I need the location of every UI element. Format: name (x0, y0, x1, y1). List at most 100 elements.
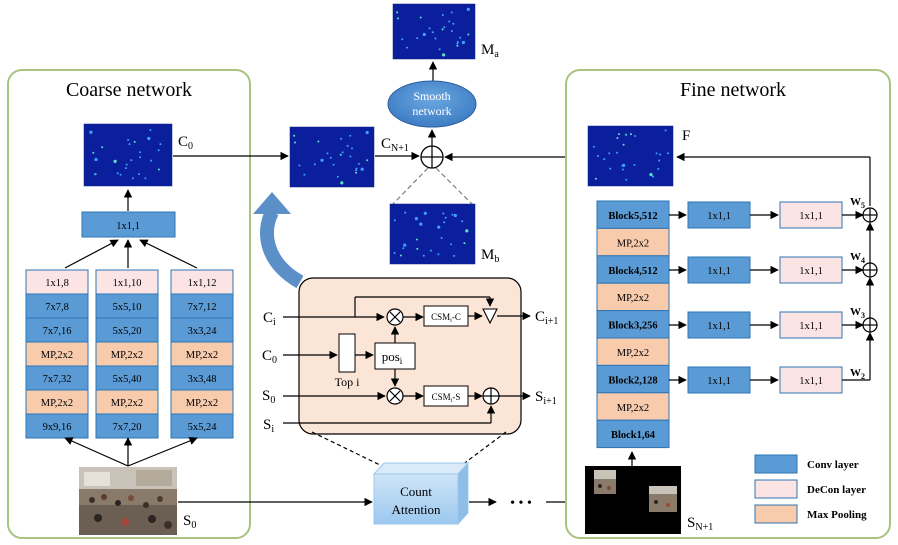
coarse-col1-block-label: MP,2x2 (41, 398, 73, 409)
weight-label: W3 (850, 306, 865, 320)
s0-attn-label: S0 (262, 388, 275, 406)
density-dot (441, 28, 444, 31)
coarse-col3-block (170, 341, 234, 367)
c0-attn-label: C0 (262, 348, 277, 366)
coarse-col1-block (25, 317, 89, 343)
density-dot (332, 163, 335, 166)
fine-block-label: Block4,512 (608, 266, 657, 277)
count-label-line1: Count (400, 484, 432, 499)
cn1-label: CN+1 (381, 136, 409, 154)
fine-maxpool-label: MP,2x2 (617, 238, 649, 249)
density-dot (139, 151, 142, 154)
density-dot (329, 156, 332, 159)
density-dot (365, 130, 369, 135)
si-label: Si (263, 417, 274, 435)
density-dot (442, 212, 445, 215)
density-dot (128, 143, 131, 146)
density-dot (406, 46, 409, 49)
col1-to-merge-arrow (64, 239, 119, 269)
density-dot (633, 163, 636, 166)
density-dot (139, 156, 142, 159)
density-dot (339, 153, 342, 156)
branch-conv-label: 1x1,1 (707, 376, 731, 387)
density-dot (303, 173, 306, 176)
density-dot (157, 168, 160, 171)
fine-block-label: Block3,256 (608, 321, 657, 332)
density-dot (450, 30, 453, 32)
coarse-col3-block-label: MP,2x2 (186, 350, 218, 361)
merge-conv-label: 1x1,1 (116, 221, 140, 232)
density-dot (340, 137, 343, 140)
count-attention-cube (372, 461, 470, 526)
density-dot (113, 159, 117, 163)
coarse-col3-block (170, 365, 234, 391)
top-i-label: Top i (335, 375, 360, 389)
col3-to-merge-arrow (139, 239, 198, 269)
c0-density-map (83, 123, 173, 187)
coarse-col2-block-label: 5x5,20 (113, 326, 142, 337)
density-dot (355, 171, 357, 174)
density-dot (652, 175, 655, 178)
density-dot (440, 237, 443, 239)
ci1-label: Ci+1 (535, 309, 558, 327)
pos-label: posi (382, 349, 403, 366)
sn1-image (585, 466, 681, 534)
density-dot (414, 217, 418, 221)
density-dot (416, 37, 419, 40)
top-i-box (338, 333, 356, 373)
s0-label: S0 (183, 513, 196, 531)
density-dot (603, 158, 606, 161)
density-dot (437, 225, 441, 229)
density-dot (452, 22, 455, 25)
coarse-col3-block (170, 269, 234, 295)
branch-conv-block (687, 366, 751, 394)
fine-network-panel: Fine network F Block5,512MP,2x2Block4,51… (565, 69, 891, 539)
coarse-col1-block-label: 9x9,16 (43, 422, 72, 433)
legend-label: Conv layer (807, 459, 859, 471)
density-dot (419, 222, 423, 226)
branch-deconv-label: 1x1,1 (799, 321, 823, 332)
density-dot (119, 173, 122, 176)
density-dot (147, 136, 151, 141)
density-dot (355, 169, 357, 172)
ci-label: Ci (263, 310, 276, 328)
density-dot (157, 149, 160, 152)
coarse-col2-block-label: 7x7,20 (113, 422, 142, 433)
coarse-col2-block (95, 389, 159, 415)
density-dot (438, 48, 441, 51)
density-dot (422, 32, 426, 37)
density-dot (317, 140, 320, 143)
ma-label: Ma (481, 42, 499, 60)
density-dot (621, 164, 624, 167)
density-dot (453, 254, 456, 257)
density-dot (664, 129, 667, 132)
density-dot (320, 158, 324, 162)
branch-conv-label: 1x1,1 (707, 211, 731, 222)
density-dot (404, 211, 407, 214)
density-dot (467, 33, 470, 36)
pos-box (374, 342, 416, 370)
sn1-label: SN+1 (687, 515, 713, 533)
branch-conv-block (687, 201, 751, 229)
legend-swatch (754, 479, 798, 499)
density-dot (466, 7, 470, 11)
density-dot (453, 213, 457, 218)
coarse-col1-block (25, 365, 89, 391)
density-dot (116, 172, 119, 175)
coarse-col3-block-label: 3x3,48 (188, 374, 217, 385)
density-dot (313, 163, 316, 166)
branch-deconv-label: 1x1,1 (799, 211, 823, 222)
density-dot (138, 173, 140, 176)
coarse-col3-block (170, 317, 234, 343)
branch-conv-block (687, 311, 751, 339)
smooth-label-line2: network (412, 104, 451, 118)
coarse-col3-block-label: MP,2x2 (186, 398, 218, 409)
density-dot (124, 167, 127, 170)
density-dot (423, 211, 427, 215)
density-dot (89, 130, 93, 134)
fine-block-label: Block2,128 (608, 375, 657, 386)
legend-label: DeCon layer (807, 484, 866, 496)
coarse-col2-block-label: MP,2x2 (111, 398, 143, 409)
coarse-col1-block-label: 7x7,32 (43, 374, 72, 385)
